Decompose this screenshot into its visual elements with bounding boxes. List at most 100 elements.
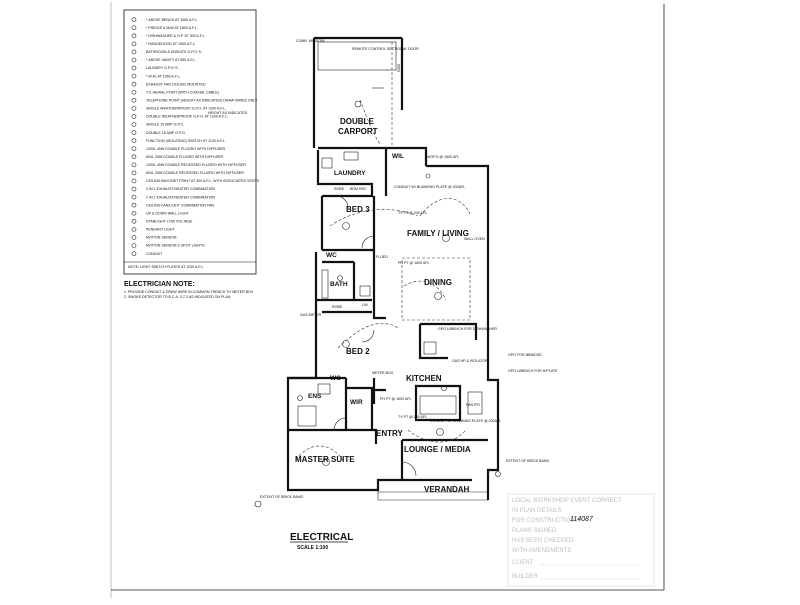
electrician-note: ELECTRICIAN NOTE: 1. PROVIDE CONDUIT & D… (124, 281, 254, 299)
legend-symbol (131, 219, 137, 224)
legend-item: 2 IN 1 EXHAUST/HEATER COMBINATION (146, 195, 215, 199)
room-wir: WIR (350, 399, 363, 406)
legend-item: UP & DOWN WALL LIGHT (146, 211, 190, 215)
legend-symbol (131, 178, 137, 184)
legend-item: SINGLE 15 AMP G.P.O. (146, 123, 184, 127)
annotation-brick-band-1: EXTENT OF BRICK BAND (506, 459, 549, 463)
room-verandah: VERANDAH (424, 485, 470, 494)
legend-footer-note: NOTE: LIGHT SWITCH PLATES AT 1200 A.F.L. (128, 265, 204, 269)
stamp-builder-label: BUILDER (512, 574, 539, 580)
legend-item: DOUBLE WEATHERPROOF G.P.O. AT 1200 A.F.L… (146, 115, 228, 119)
room-wc-1: WC (326, 252, 337, 259)
legend-item: TELEPHONE POINT (HEIGHT AS INDICATED) DR… (146, 99, 258, 103)
annotation-gas-hp: GAS HP & ISOLATOR (452, 359, 488, 363)
legend-item: BATHROOM & ENSUITE G.P.O.'S - (146, 50, 204, 54)
annotation-tv-pt-1: TV PT @ 200 AFL (398, 211, 427, 215)
room-pantry: PANTRY (466, 403, 481, 407)
legend-item: CEILING FAN/LIGHT COMBINATION FAN (146, 203, 214, 207)
legend-symbol (131, 251, 137, 256)
legend-symbol (131, 186, 137, 192)
legend-item: 1200L 40W DOUBLE RECESSED FLUORO WITH DI… (146, 163, 246, 167)
stamp-client-label: CLIENT (512, 560, 534, 566)
room-ens: ENS (308, 393, 322, 400)
annotation-ph-pt-1: PH PT @ 1600 AFL (398, 261, 430, 265)
legend-height-note: HEIGHT AS INDICATED (208, 111, 248, 115)
electrician-note-title: ELECTRICIAN NOTE: (124, 281, 195, 288)
legend-item: * FRIDGE & M/W AT 1800 A.F.L. (146, 26, 198, 30)
legend-symbol (131, 89, 137, 95)
legend-symbol (131, 170, 137, 176)
legend-symbol (131, 243, 137, 248)
legend-item: SINGLE WEATHERPROOF G.P.O. AT 1200 A.F.L… (146, 107, 226, 111)
legend-symbol (131, 41, 137, 47)
room-carport-line-2: CARPORT (338, 127, 378, 136)
legend-item: MOTION SENSOR & SPOT LIGHTS (146, 244, 205, 248)
stamp-line-2: IN PLAN DETAILS (512, 508, 562, 514)
legend-symbol (131, 154, 137, 160)
legend-item: 600L 20W DOUBLE FLUORO WITH DIFFUSER (146, 155, 224, 159)
legend-item: PENDANT LIGHT (146, 228, 175, 232)
legend-item: CEILING BAYONET POINT AT 300 A.F.L. WITH… (146, 179, 260, 183)
legend-symbol (131, 146, 137, 152)
annotation-wall-oven: WALL OVEN (464, 237, 485, 241)
legend-item: FUNCTION (ISOLATING) SWITCH AT 1100 A.F.… (146, 139, 226, 143)
legend-item: 1200L 40W DOUBLE FLUORO WITH DIFFUSER (146, 147, 226, 151)
annotation-gpo-hp: GPO U/BENCH FOR H/PLATE (508, 369, 558, 373)
legend-item: 600L 20W DOUBLE RECESSED FLUORO WITH DIF… (146, 171, 244, 175)
annotation-dimension: 5350 (397, 64, 401, 72)
legend-symbol (131, 210, 137, 216)
stamp-line-6: WITH AMENDMENTS (512, 548, 571, 554)
legend-item: * RANGEHOOD AT 1900 A.F.L. (146, 42, 196, 46)
stamp-line-3: FOR CONSTRUCTION (512, 518, 575, 524)
electrician-note-line-2: 2. SMOKE DETECTOR TO B.C.A. 3.7.2 AS IND… (124, 295, 231, 299)
room-lounge-media: LOUNGE / MEDIA (404, 445, 471, 454)
electrician-note-line-1: 1. PROVIDE CONDUIT & DRAW WIRE IN COMMON… (124, 290, 254, 294)
legend-symbol (131, 138, 137, 143)
annotation-gas-meter: GAS METER (300, 313, 322, 317)
room-kitchen: KITCHEN (406, 374, 442, 383)
legend-symbol (131, 49, 137, 55)
annotation-remote-door: REMOTE CONTROL SECTIONAL DOOR (352, 47, 419, 51)
stamp-reference-number: 114087 (570, 516, 594, 523)
room-family-living: FAMILY / LIVING (407, 229, 469, 238)
legend-item: DOUBLE 15 AMP G.P.O. (146, 131, 186, 135)
room-bath: BATH (330, 281, 348, 288)
drawing-title: ELECTRICAL (290, 532, 353, 543)
legend-symbol (131, 162, 137, 168)
legend-symbol (131, 33, 137, 39)
legend-symbol (131, 25, 137, 31)
legend-symbol (131, 73, 137, 79)
legend-symbol (131, 81, 137, 87)
stamp-line-1: LOCAL WORKSHOP EVENT CORRECT (512, 498, 622, 504)
legend-symbol (131, 65, 137, 71)
legend-symbol (131, 194, 137, 200)
legend-item: EXHAUST FAN CEILING MOUNTED (146, 82, 206, 86)
annotation-comb-window: COMB. WINDOW (296, 39, 325, 43)
plan-annotations: REMOTE CONTROL SECTIONAL DOOR COMB. WIND… (260, 39, 558, 499)
room-bed-3: BED 3 (346, 205, 370, 214)
legend-item: T.V. AERIAL POINT (WITH COAXIAL CABLE) (146, 90, 219, 94)
stamp-line-5: HAS BEEN CHECKED (512, 538, 574, 544)
room-wc-2: WC (330, 375, 341, 382)
legend-symbol (131, 202, 137, 208)
room-laundry: LAUNDRY (334, 170, 366, 177)
room-dining: DINING (424, 278, 452, 287)
annotation-gpo-top: W/GPO @ 1800 AFL (426, 155, 459, 159)
legend-symbol (131, 235, 137, 240)
room-entry: ENTRY (376, 429, 403, 438)
legend-symbol (131, 17, 137, 22)
room-bed-2: BED 2 (346, 347, 370, 356)
drawing-scale: SCALE 1:100 (297, 545, 328, 551)
legend-symbol (131, 98, 137, 103)
stamp-line-4: PLANS SIGNED (512, 528, 557, 534)
legend-item: * W.M. AT 1050 A.F.L. (146, 74, 181, 78)
floor-plan (254, 36, 501, 508)
legend-item: STARLIGHT LOW VOLTAGE (146, 220, 193, 224)
room-wil: WIL (392, 153, 404, 160)
legend-item: * DISHWASHER & H.P. AT 300 A.F.L. (146, 34, 206, 38)
room-brm-rec: BRM REC (350, 187, 367, 191)
annotation-gpo-nbn: GPO FOR NBN/DSD (508, 353, 542, 357)
legend-symbol (131, 106, 137, 111)
